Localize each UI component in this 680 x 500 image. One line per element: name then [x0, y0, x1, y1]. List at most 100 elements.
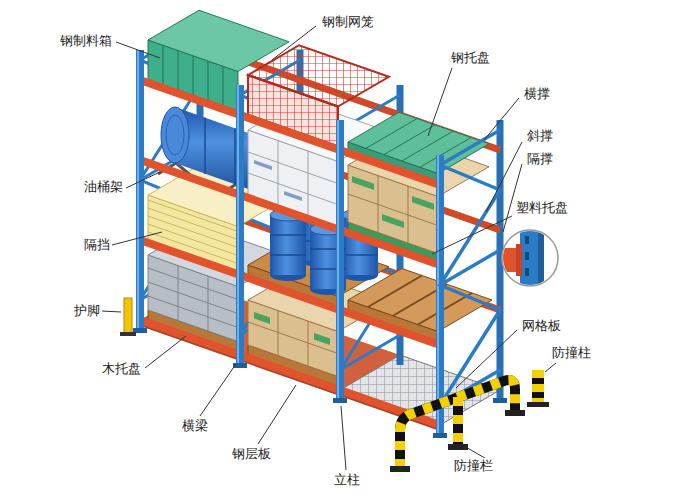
wooden-pallet — [368, 276, 422, 308]
front-beam — [140, 240, 440, 345]
detail-inset — [498, 226, 544, 290]
leader-line — [200, 364, 236, 416]
leader-line — [341, 406, 346, 470]
upright-highlight — [437, 155, 439, 435]
leader-line — [112, 232, 162, 245]
cardboard-boxes — [412, 196, 434, 210]
base-plate — [493, 398, 507, 403]
oil-drum — [204, 118, 206, 174]
part-label: 隔挡 — [82, 237, 112, 253]
crash-barrier — [505, 410, 525, 416]
steel-bin — [193, 56, 194, 96]
leader-line — [258, 385, 296, 444]
frame-brace — [440, 130, 500, 165]
crash-barrier — [400, 380, 515, 468]
steel-bin — [208, 61, 209, 101]
cardboard-boxes — [254, 312, 270, 324]
part-label: 防撞栏 — [452, 458, 495, 474]
cardboard-boxes — [314, 333, 330, 345]
oil-drum — [166, 115, 184, 155]
frame-brace — [440, 165, 500, 405]
oil-drum — [234, 128, 236, 184]
upright-highlight — [337, 120, 339, 400]
cardboard-boxes — [352, 176, 374, 190]
part-label: 横梁 — [180, 418, 210, 434]
cardboard-boxes — [378, 176, 379, 233]
steel-bin — [163, 45, 164, 85]
plastic-crates — [178, 266, 179, 321]
oil-drum — [270, 215, 306, 275]
crash-post — [527, 370, 549, 407]
white-cartons — [248, 152, 338, 184]
foot-guard — [124, 298, 132, 334]
crash-post — [532, 370, 544, 404]
part-label: 斜撑 — [525, 128, 555, 144]
part-label: 油桶架 — [82, 179, 125, 195]
part-label: 钢托盘 — [449, 50, 492, 66]
oil-drum — [270, 234, 306, 236]
oil-drum — [161, 107, 189, 163]
yellow-sheets — [148, 208, 238, 240]
leader-line — [145, 336, 186, 368]
leader-line — [102, 311, 121, 312]
plastic-crates — [208, 276, 209, 331]
leader-line — [484, 98, 519, 140]
leader-line — [545, 363, 556, 372]
upright-highlight — [138, 50, 438, 435]
frame-brace — [440, 130, 500, 405]
steel-pallet — [384, 125, 435, 155]
leader-line — [432, 216, 512, 254]
steel-pallet — [402, 131, 453, 161]
front-upright — [236, 85, 244, 365]
plastic-crates — [148, 296, 238, 328]
upright-highlight — [237, 85, 239, 365]
part-label: 塑料托盘 — [514, 200, 570, 216]
plastic-crates — [148, 282, 238, 314]
front-beam — [140, 160, 440, 265]
steel-bin — [178, 50, 179, 90]
oil-drum — [342, 254, 378, 256]
front-beam — [140, 80, 440, 185]
leader-line — [126, 172, 160, 188]
cardboard-boxes — [382, 214, 404, 228]
part-label: 防撞柱 — [550, 345, 593, 361]
crash-post — [532, 392, 544, 398]
base-plate — [333, 398, 347, 403]
part-label: 隔撑 — [525, 151, 555, 167]
front-upright — [436, 155, 444, 435]
leader-line — [456, 330, 517, 388]
foot-guard — [120, 332, 136, 336]
leader-line — [272, 26, 316, 60]
cardboard-boxes — [248, 322, 338, 354]
detail-inset — [498, 226, 558, 290]
oil-drum — [270, 254, 306, 256]
part-label: 护脚 — [72, 303, 102, 319]
part-label: 钢制料箱 — [58, 33, 114, 49]
wire-cage — [248, 45, 389, 106]
detail-inset — [538, 226, 544, 290]
white-cartons — [278, 141, 279, 206]
white-cartons — [254, 160, 272, 170]
front-upright — [136, 50, 144, 330]
crash-barrier — [453, 397, 463, 446]
frame-brace — [340, 335, 400, 370]
steel-pallet — [366, 119, 417, 149]
detail-inset — [525, 252, 529, 260]
leader-line — [102, 26, 556, 470]
part-label: 木托盘 — [100, 361, 143, 377]
part-label: 钢制网笼 — [320, 14, 376, 30]
front-upright — [140, 50, 440, 435]
crash-post — [527, 402, 549, 407]
detail-inset — [525, 236, 529, 244]
part-label: 立柱 — [332, 472, 362, 488]
leader-line — [428, 68, 452, 136]
part-label: 钢层板 — [230, 446, 273, 462]
leader-line — [503, 164, 522, 232]
foot-guard — [120, 298, 136, 336]
wooden-pallet — [348, 269, 492, 342]
detail-inset — [516, 244, 522, 276]
crash-barrier — [390, 466, 410, 472]
upright-highlight — [137, 50, 139, 330]
wooden-pallet — [418, 293, 472, 325]
